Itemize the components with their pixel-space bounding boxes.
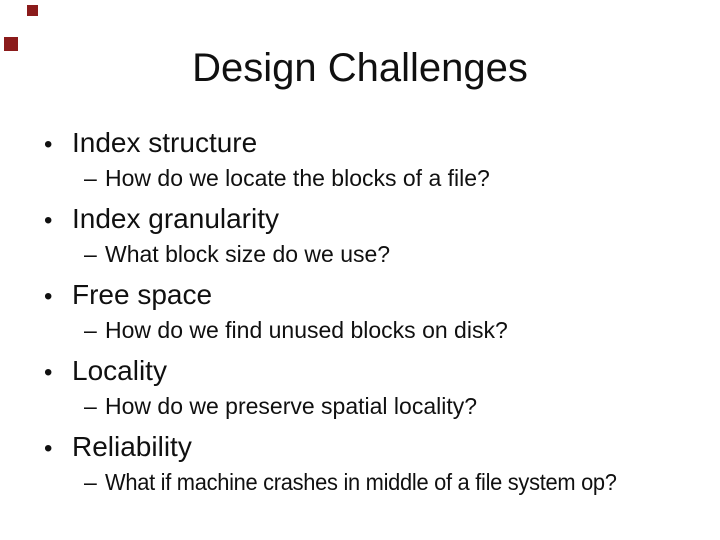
bullet-text: Index granularity	[72, 203, 280, 234]
bullet-dot-icon: •	[44, 283, 53, 310]
corner-marker-top	[27, 5, 38, 16]
bullet-group-free-space: • Free space – How do we find unused blo…	[0, 276, 720, 346]
sub-bullet-text: What if machine crashes in middle of a f…	[105, 469, 617, 495]
bullet-line: • Locality	[0, 352, 720, 391]
bullet-group-index-structure: • Index structure – How do we locate the…	[0, 124, 720, 194]
bullet-dot-icon: •	[44, 207, 53, 234]
bullet-text: Free space	[72, 279, 213, 310]
sub-bullet-text: How do we locate the blocks of a file?	[105, 165, 490, 191]
corner-marker-left	[4, 37, 18, 51]
bullet-group-index-granularity: • Index granularity – What block size do…	[0, 200, 720, 270]
dash-icon: –	[84, 241, 97, 267]
bullet-dot-icon: •	[44, 435, 53, 462]
bullet-text: Index structure	[72, 127, 258, 158]
bullet-line: • Reliability	[0, 428, 720, 467]
bullet-line: • Free space	[0, 276, 720, 315]
sub-bullet-line: – How do we locate the blocks of a file?	[0, 163, 720, 194]
sub-bullet-line: – What block size do we use?	[0, 239, 720, 270]
dash-icon: –	[84, 165, 97, 191]
bullet-text: Reliability	[72, 431, 192, 462]
dash-icon: –	[84, 317, 97, 343]
sub-bullet-line: – How do we find unused blocks on disk?	[0, 315, 720, 346]
dash-icon: –	[84, 393, 97, 419]
bullet-dot-icon: •	[44, 359, 53, 386]
slide-title: Design Challenges	[192, 46, 528, 90]
bullet-list: • Index structure – How do we locate the…	[0, 124, 720, 504]
sub-bullet-line: – How do we preserve spatial locality?	[0, 391, 720, 422]
bullet-group-reliability: • Reliability – What if machine crashes …	[0, 428, 720, 498]
bullet-text: Locality	[72, 355, 167, 386]
bullet-dot-icon: •	[44, 131, 53, 158]
sub-bullet-line: – What if machine crashes in middle of a…	[0, 467, 720, 498]
dash-icon: –	[84, 469, 97, 495]
sub-bullet-text: How do we find unused blocks on disk?	[105, 317, 508, 343]
bullet-line: • Index granularity	[0, 200, 720, 239]
bullet-group-locality: • Locality – How do we preserve spatial …	[0, 352, 720, 422]
sub-bullet-text: How do we preserve spatial locality?	[105, 393, 478, 419]
sub-bullet-text: What block size do we use?	[105, 241, 391, 267]
bullet-line: • Index structure	[0, 124, 720, 163]
